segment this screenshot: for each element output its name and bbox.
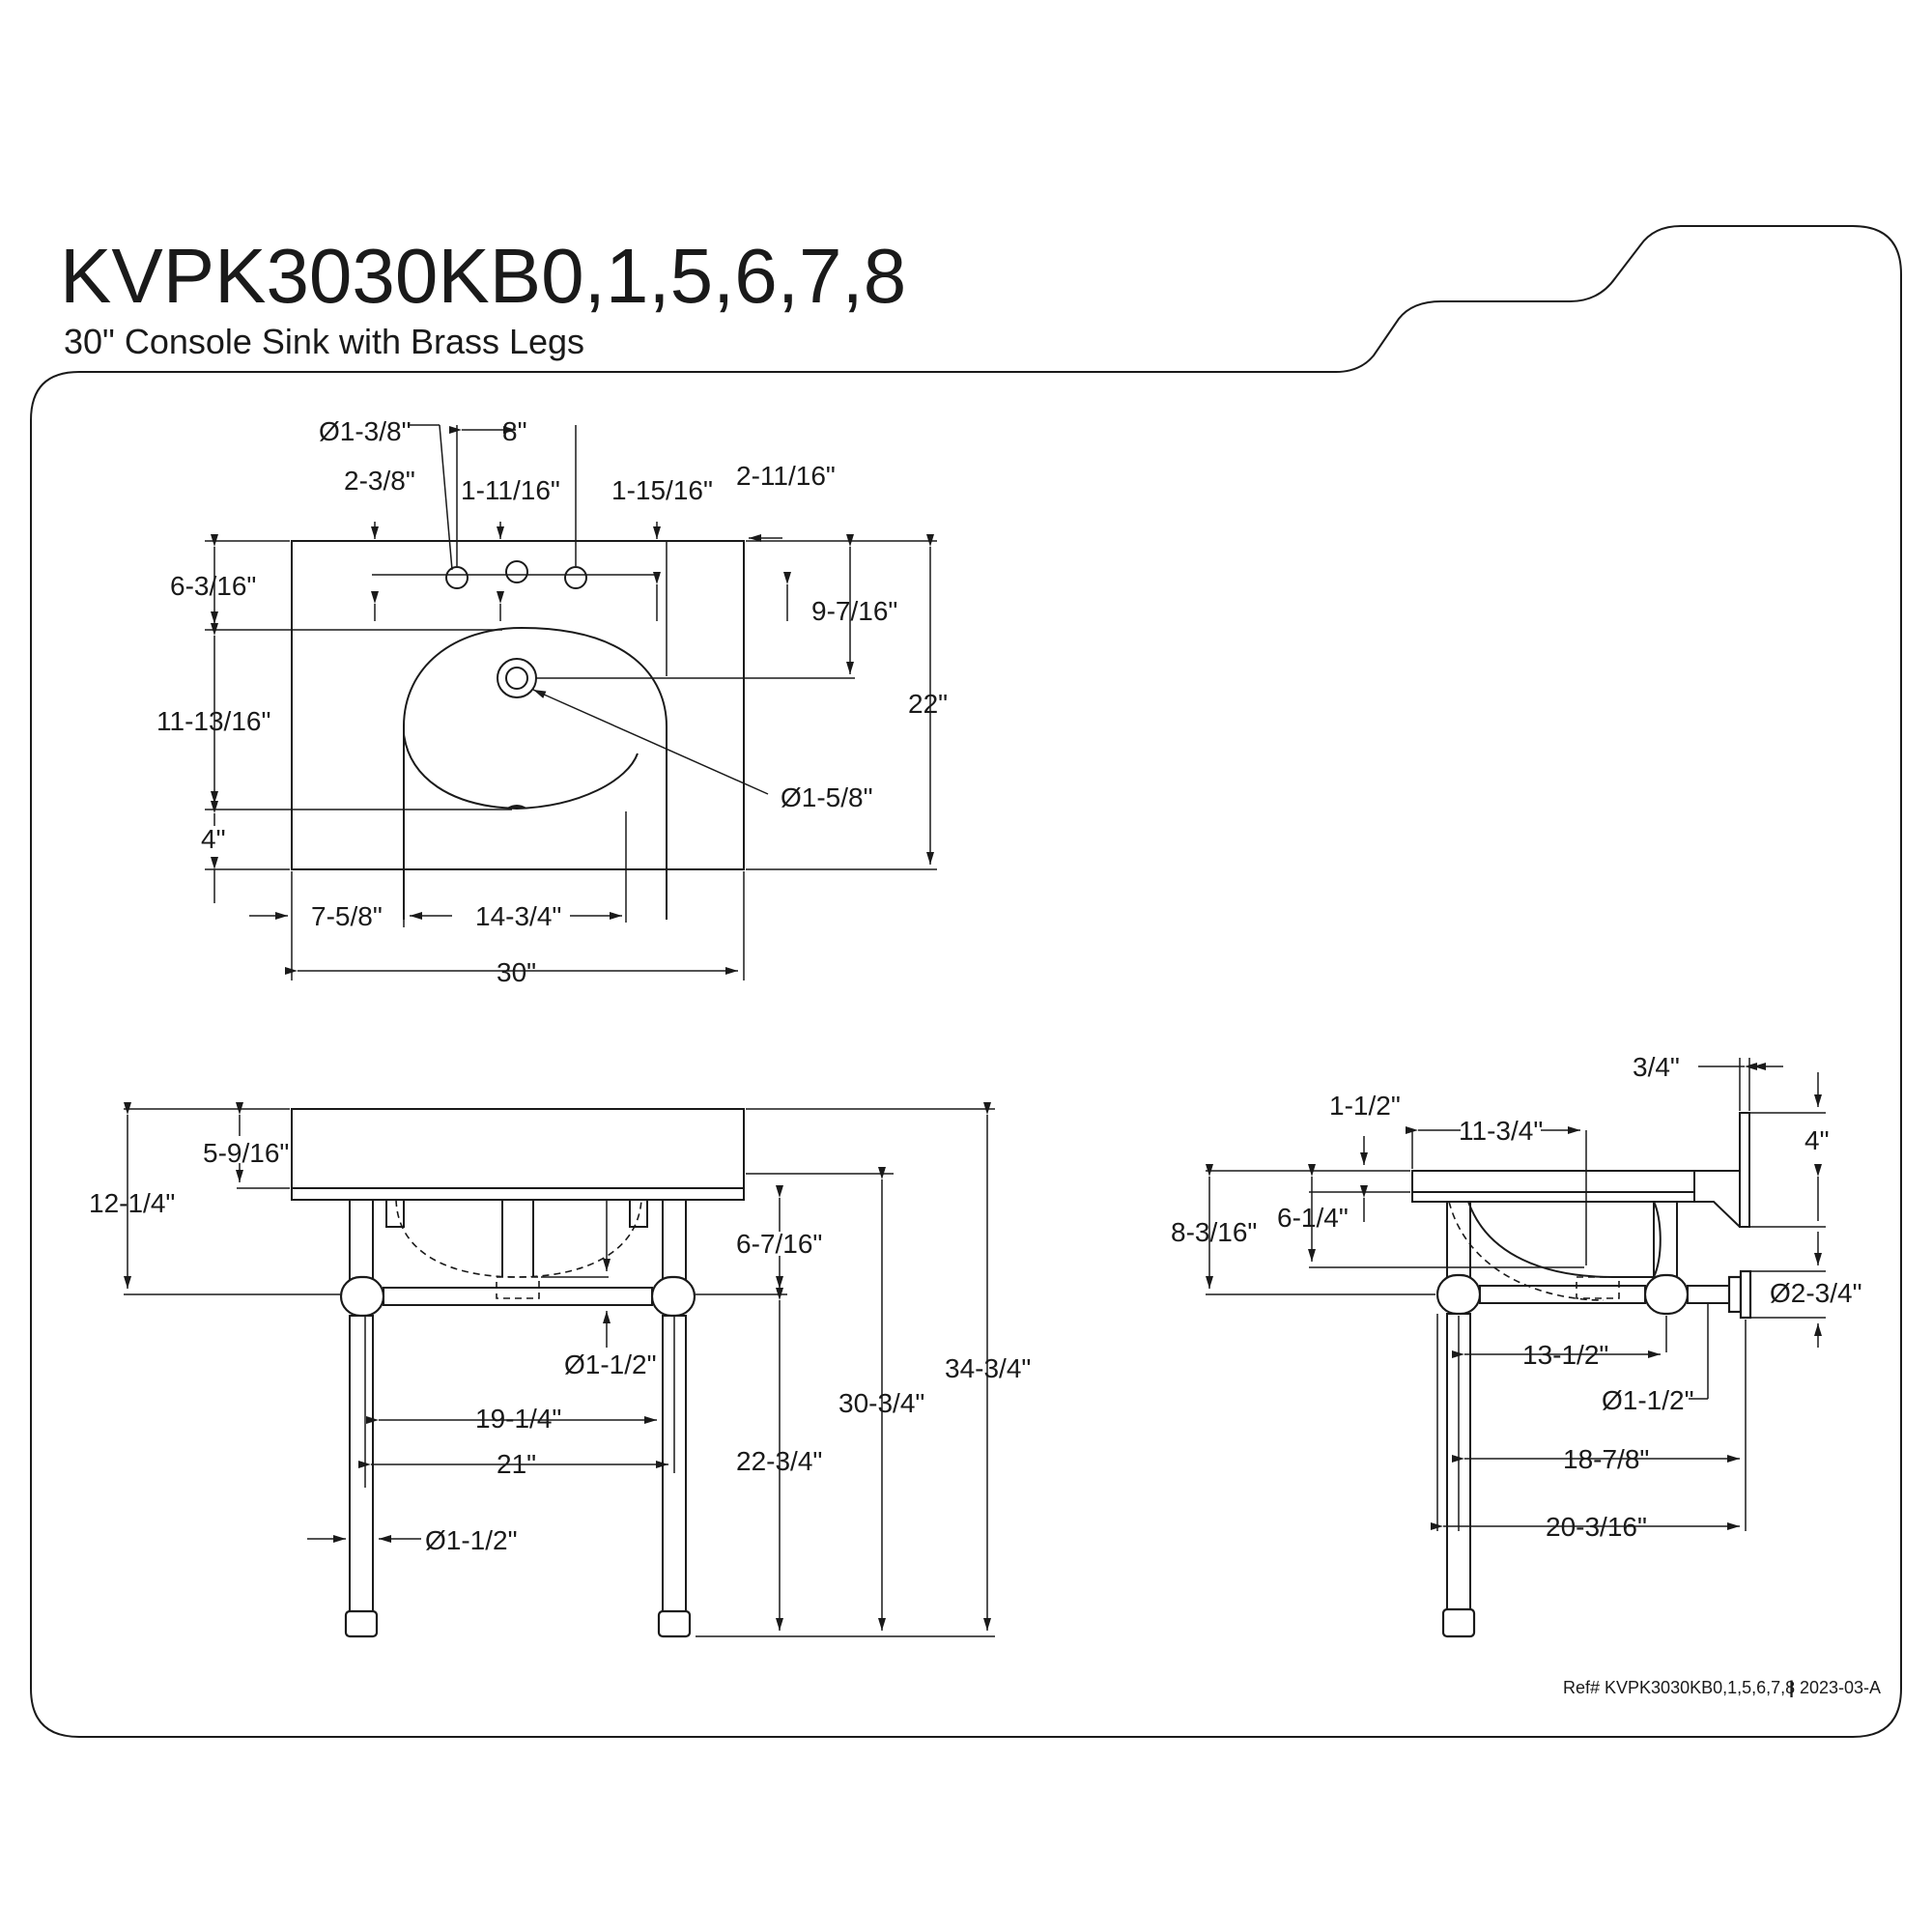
dim-width: 30": [497, 957, 536, 987]
side-apron: [1411, 1191, 1695, 1203]
side-leg-joint-back: [1643, 1273, 1690, 1316]
side-bowl-hidden: [1448, 1201, 1605, 1301]
dim-side-bar-dia: Ø1-1/2": [1602, 1385, 1694, 1415]
bowl-outline-upper: [403, 626, 668, 920]
side-wall-bracket: [1739, 1112, 1750, 1228]
dim-right-offset: 1-15/16": [611, 475, 713, 505]
side-wall-flange: [1739, 1269, 1752, 1320]
side-crossbar: [1479, 1285, 1646, 1304]
bowl-outline-lower: [403, 733, 639, 810]
reference-number: Ref# KVPK3030KB0,1,5,6,7,8: [1563, 1678, 1795, 1697]
front-clip-left: [385, 1199, 405, 1228]
side-wall-collar: [1727, 1275, 1743, 1314]
dim-center-offset: 1-11/16": [461, 475, 560, 505]
side-bracket-arm: [1694, 1170, 1741, 1228]
dim-front-bowl-to-bar: 6-7/16": [736, 1229, 822, 1259]
dim-hole-dia: Ø1-3/8": [319, 416, 412, 446]
dim-side-bracket-thickness: 3/4": [1633, 1052, 1680, 1082]
front-drain-body: [501, 1200, 534, 1277]
dim-front-top-thickness: 5-9/16": [203, 1138, 289, 1168]
dim-back-to-drain: 9-7/16": [811, 596, 897, 626]
front-countertop: [291, 1108, 745, 1189]
dim-side-total-depth: 20-3/16": [1546, 1512, 1647, 1542]
faucet-hole-center: [505, 560, 528, 583]
front-crossbar: [383, 1287, 653, 1306]
front-clip-right: [629, 1199, 648, 1228]
dim-left-hole-offset: 2-3/8": [344, 466, 415, 496]
countertop-outline: [291, 540, 745, 870]
dim-bowl-depth: 11-13/16": [156, 706, 270, 736]
front-apron: [291, 1187, 745, 1201]
top-view: Ø1-3/8" 8" 2-3/8" 1-11/16" 1-15/16" 2-11…: [156, 416, 948, 987]
side-leg-joint-front: [1435, 1273, 1482, 1316]
dim-side-flange-dia: Ø2-3/4": [1770, 1278, 1862, 1308]
side-wall-arm: [1687, 1285, 1735, 1304]
dim-faucet-to-bowl: 6-3/16": [170, 571, 256, 601]
front-leg-left-lower: [349, 1315, 374, 1616]
side-countertop: [1411, 1170, 1695, 1193]
front-view: 5-9/16" 12-1/4" 6-7/16" Ø1-1/2" 19-1/4" …: [89, 1102, 1031, 1638]
dim-side-bowl-height: 6-1/4": [1277, 1203, 1349, 1233]
faucet-hole-right: [564, 566, 587, 589]
reference-separator: |: [1789, 1678, 1794, 1697]
overflow-mark: [507, 805, 526, 808]
dim-spread: 8": [502, 416, 527, 446]
dim-front-bar-height: 22-3/4": [736, 1446, 822, 1476]
dim-side-leg-to-wall: 18-7/8": [1563, 1444, 1649, 1474]
front-leg-left-joint: [339, 1275, 385, 1318]
side-view: 3/4" 4" 1-1/2" 11-3/4" 6-1/4" 8-3/16" Ø2…: [1171, 1052, 1862, 1638]
drain-outer: [497, 658, 537, 698]
side-bowl-outline: [1467, 1201, 1662, 1278]
dim-side-offset: 7-5/8": [311, 901, 383, 931]
dim-front-edge: 4": [201, 824, 226, 854]
dim-front-outer-legs: 21": [497, 1449, 536, 1479]
dim-side-bowl-depth: 11-3/4": [1459, 1116, 1543, 1146]
front-foot-right: [657, 1609, 692, 1638]
side-foot: [1441, 1607, 1476, 1638]
dim-front-bar-dia: Ø1-1/2": [564, 1350, 657, 1379]
side-leg-front-upper: [1446, 1201, 1471, 1282]
faucet-hole-left: [445, 566, 469, 589]
front-leg-right-upper: [662, 1199, 687, 1282]
model-description: 30" Console Sink with Brass Legs: [64, 322, 584, 361]
front-bowl-hidden: [395, 1199, 642, 1278]
dim-front-bowl-height: 30-3/4": [838, 1388, 924, 1418]
dim-front-top-to-bar: 12-1/4": [89, 1188, 175, 1218]
dim-bowl-width: 14-3/4": [475, 901, 561, 931]
dim-side-bracket-height: 4": [1804, 1125, 1830, 1155]
dim-side-top-thickness: 1-1/2": [1329, 1091, 1401, 1121]
dim-side-top-to-bar: 8-3/16": [1171, 1217, 1257, 1247]
dim-side-bar-length: 13-1/2": [1522, 1340, 1608, 1370]
dim-front-leg-dia: Ø1-1/2": [425, 1525, 518, 1555]
front-leg-right-joint: [650, 1275, 696, 1318]
dim-drain-dia: Ø1-5/8": [781, 782, 873, 812]
dim-depth: 22": [908, 689, 948, 719]
revision-date: 2023-03-A: [1800, 1678, 1881, 1697]
model-title: KVPK3030KB0,1,5,6,7,8: [60, 233, 906, 319]
front-foot-left: [344, 1609, 379, 1638]
dim-front-inner-legs: 19-1/4": [475, 1404, 561, 1434]
dim-front-total-height: 34-3/4": [945, 1353, 1031, 1383]
dim-back-edge: 2-11/16": [736, 461, 836, 491]
front-leg-left-upper: [349, 1199, 374, 1282]
side-drain-hidden: [1576, 1276, 1620, 1299]
sheet-frame: [30, 225, 1902, 1738]
drain-inner: [505, 667, 528, 690]
